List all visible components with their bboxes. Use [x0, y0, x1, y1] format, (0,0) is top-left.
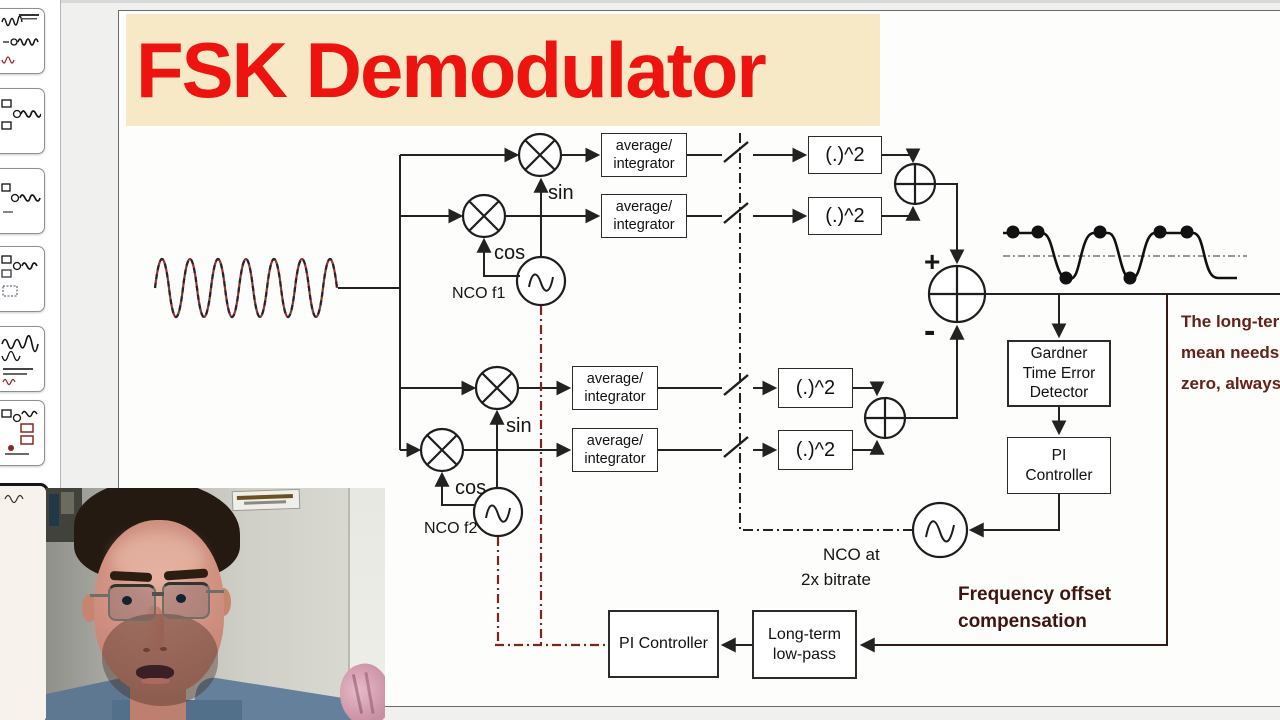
- top-edge-line: [0, 0, 1280, 3]
- pi-controller-freq-box: PI Controller: [608, 610, 719, 678]
- averager-box-1: average/ integrator: [601, 133, 687, 177]
- long-term-mean-note: The long-term mean needs t zero, always!: [1181, 306, 1280, 399]
- averager-box-2: average/ integrator: [601, 194, 687, 238]
- shelf-item: [61, 492, 74, 514]
- nco-2x-label-line2: 2x bitrate: [801, 570, 871, 589]
- shelf-item: [49, 494, 59, 526]
- longterm-lowpass-box: Long-term low-pass: [752, 610, 857, 679]
- presenter-mouth: [136, 665, 174, 680]
- nostril: [143, 648, 150, 652]
- pi-controller-timing-box: PI Controller: [1007, 437, 1111, 494]
- glasses-bridge: [152, 592, 164, 596]
- pi-line2: Controller: [1025, 466, 1093, 484]
- squarer-box-1: (.)^2: [808, 136, 882, 174]
- slide-thumbnail-2[interactable]: [0, 88, 45, 154]
- averager-line2: integrator: [584, 451, 646, 467]
- freq-comp-line2: compensation: [958, 611, 1087, 632]
- slide-thumbnail-panel: [0, 0, 61, 720]
- gardner-line1: Gardner: [1030, 345, 1088, 363]
- averager-line2: integrator: [613, 217, 675, 233]
- averager-line1: average/: [615, 198, 673, 215]
- glasses-temple: [90, 594, 110, 597]
- lowpass-line2: low-pass: [772, 645, 837, 663]
- averager-line1: average/: [586, 370, 644, 387]
- cos-label-f2: cos: [455, 477, 487, 499]
- averager-line2: integrator: [613, 156, 675, 172]
- squarer-box-4: (.)^2: [778, 430, 853, 470]
- note-line1: The long-term: [1181, 312, 1280, 331]
- averager-line2: integrator: [584, 389, 646, 405]
- averager-box-3: average/ integrator: [572, 366, 658, 410]
- plus-sign: +: [924, 246, 941, 277]
- slide-thumbnail-1[interactable]: [0, 8, 45, 74]
- freq-comp-line1: Frequency offset: [958, 584, 1112, 605]
- presenter-lip: [141, 678, 170, 684]
- glasses-lens: [162, 582, 210, 619]
- gardner-line2: Time Error: [1022, 364, 1096, 382]
- sin-label-f1: sin: [548, 182, 574, 204]
- slide-thumbnail-7-current[interactable]: [0, 483, 49, 720]
- nco-f1-label: NCO f1: [452, 285, 506, 302]
- slide-thumbnail-6[interactable]: [0, 400, 45, 466]
- door-sign: [231, 488, 301, 512]
- slide-title-block: FSK Demodulator: [126, 14, 880, 126]
- presenter-nose: [144, 606, 164, 652]
- nco-2x-label-line1: NCO at: [823, 545, 880, 564]
- slide-title: FSK Demodulator: [136, 25, 767, 114]
- slide-thumbnail-3[interactable]: [0, 168, 45, 234]
- averager-line1: average/: [615, 137, 673, 154]
- presenter-eye: [176, 594, 186, 603]
- sin-label-f2: sin: [506, 415, 532, 437]
- gardner-ted-box: Gardner Time Error Detector: [1007, 340, 1111, 407]
- averager-box-4: average/ integrator: [572, 428, 658, 472]
- glasses-temple: [206, 590, 224, 593]
- averager-line1: average/: [586, 432, 644, 449]
- freq-comp-label: Frequency offset compensation: [958, 581, 1111, 635]
- minus-sign: -: [924, 312, 936, 350]
- cos-label-f1: cos: [494, 242, 526, 264]
- note-line3: zero, always!: [1181, 374, 1280, 393]
- nco-f2-label: NCO f2: [424, 520, 478, 537]
- nostril: [160, 647, 167, 651]
- squarer-box-3: (.)^2: [778, 368, 853, 408]
- presenter-webcam: [46, 488, 385, 720]
- note-line2: mean needs t: [1181, 343, 1280, 362]
- presenter-ear: [82, 594, 97, 622]
- slide-thumbnail-5[interactable]: [0, 326, 45, 392]
- lowpass-line1: Long-term: [768, 625, 841, 643]
- gardner-line3: Detector: [1029, 384, 1089, 402]
- pi-line1: PI: [1051, 447, 1067, 465]
- presenter-eye: [122, 596, 132, 605]
- slide-thumbnail-4[interactable]: [0, 246, 45, 312]
- squarer-box-2: (.)^2: [808, 197, 882, 235]
